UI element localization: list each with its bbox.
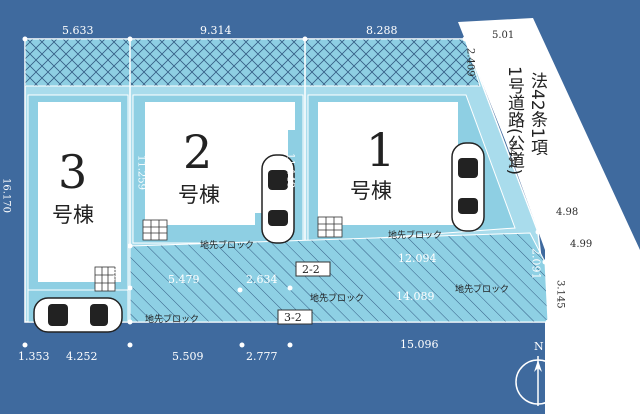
dim-road-8454: 8.454 <box>507 140 518 169</box>
dim-road-top: 5.01 <box>492 30 514 41</box>
dim-bottom-1: 1.353 <box>18 350 50 363</box>
dim-mid-14089: 14.089 <box>396 290 435 303</box>
dim-mid-2634: 2.634 <box>246 273 278 286</box>
road-label-line1: 法42条1項 <box>527 72 548 155</box>
dim-bottom-3: 5.509 <box>172 350 204 363</box>
dim-top-3: 8.288 <box>366 24 398 37</box>
building-2-label: 号棟 <box>178 183 220 207</box>
dim-top-1: 5.633 <box>62 24 94 37</box>
block-annotation: 地先ブロック <box>388 229 442 241</box>
road-label-line2: 1号道路(公道) <box>504 66 525 175</box>
grid-square-icon <box>94 216 343 292</box>
car-icon <box>451 142 485 232</box>
block-annotation: 地先ブロック <box>455 283 509 295</box>
building-3-number: 3 <box>58 145 87 199</box>
dim-bottom-2: 4.252 <box>66 350 98 363</box>
building-2-number: 2 <box>183 125 212 179</box>
dim-mid-5479: 5.479 <box>168 273 200 286</box>
public-road <box>458 18 640 414</box>
north-compass-icon <box>515 356 561 406</box>
block-annotation: 地先ブロック <box>200 239 254 251</box>
dim-road-side: 2.409 <box>465 48 476 77</box>
survey-points <box>22 36 551 348</box>
dim-right-498: 4.98 <box>556 207 578 218</box>
block-annotation: 地先ブロック <box>310 292 364 304</box>
dim-right-499: 4.99 <box>570 239 592 250</box>
building-2 <box>145 102 295 225</box>
building-3 <box>38 102 121 282</box>
section-label-32: 3-2 <box>284 311 302 324</box>
dim-left-vertical: 16.170 <box>1 178 12 213</box>
dim-right-2091: 2.091 <box>530 248 543 280</box>
building-1-number: 1 <box>366 123 395 177</box>
compass-label: N <box>534 340 544 353</box>
building-3-label: 号棟 <box>52 203 94 227</box>
dim-mid-2002: 2.002 <box>111 252 122 281</box>
section-box-32 <box>277 309 313 325</box>
dim-mid-12094: 12.094 <box>398 252 437 265</box>
hatched-driveway <box>129 232 549 323</box>
dim-bottom-5: 15.096 <box>400 338 439 351</box>
building-1 <box>318 102 458 225</box>
dim-right-3145: 3.145 <box>555 280 566 309</box>
dim-bldg1-width: 11.148 <box>285 153 296 188</box>
top-hatched-strip <box>24 38 481 87</box>
car-icon <box>33 297 123 333</box>
block-annotation: 地先ブロック <box>145 313 199 325</box>
section-label-22: 2-2 <box>302 263 320 276</box>
building-1-label: 号棟 <box>350 179 392 203</box>
dim-top-2: 9.314 <box>200 24 232 37</box>
section-box-22 <box>295 261 331 277</box>
car-icon <box>261 154 295 244</box>
dim-bottom-4: 2.777 <box>246 350 278 363</box>
dim-bldg2-width: 11.259 <box>136 155 147 190</box>
